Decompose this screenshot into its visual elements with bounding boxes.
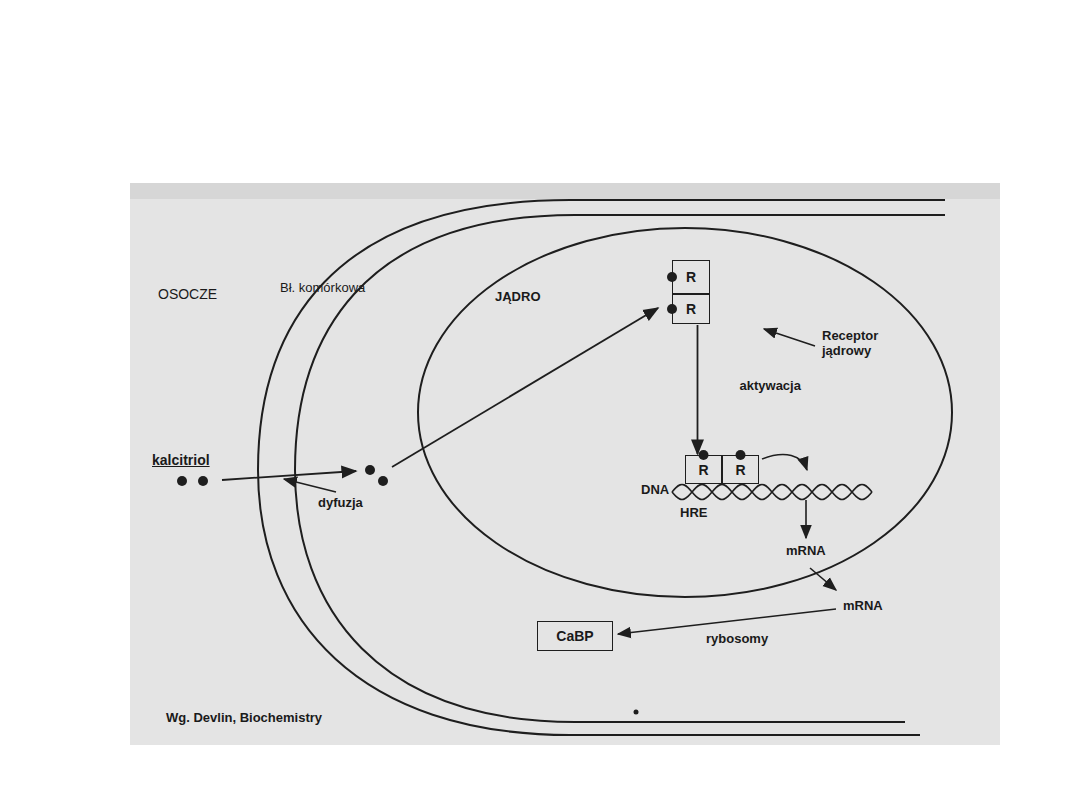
figure-label: Receptor jądrowy: [822, 328, 912, 358]
receptor-box: R: [722, 455, 759, 484]
dna-helix: [672, 485, 872, 500]
calcitriol-dot: [667, 304, 677, 314]
calcitriol-dot: [736, 450, 746, 460]
cell-membrane-inner: [295, 215, 945, 722]
translation-arrow: [618, 609, 836, 634]
figure-label: DNA: [641, 482, 669, 497]
receptor-box: R: [672, 294, 710, 324]
diffusion-arrow: [222, 471, 356, 480]
box-label: CaBP: [556, 628, 593, 644]
box-label: R: [698, 462, 708, 478]
mrna-arrow: [805, 500, 807, 538]
figure-label: Wg. Devlin, Biochemistry: [166, 710, 322, 725]
transcription-arrow: [762, 455, 807, 470]
scan-ground: [130, 183, 1000, 745]
box-label: R: [686, 269, 696, 285]
figure-label: OSOCZE: [158, 286, 217, 302]
figure-label: mRNA: [786, 543, 826, 558]
figure-label: dyfuzja: [318, 495, 363, 510]
figure-label: HRE: [680, 505, 707, 520]
calcitriol-dot: [198, 476, 208, 486]
box-label: R: [686, 301, 696, 317]
dna-strand: [672, 485, 872, 500]
figure-label: Bł. komórkowa: [280, 280, 365, 295]
calcitriol-dot: [177, 476, 187, 486]
leader-arrow: [764, 329, 815, 346]
edge-label: aktywacja: [740, 378, 801, 393]
calcitriol-dot: [378, 476, 388, 486]
speck: [634, 710, 639, 715]
calcitriol-dot: [365, 465, 375, 475]
calcitriol-dot: [667, 272, 677, 282]
receptor-box: R: [672, 260, 710, 294]
leader-arrow: [284, 479, 336, 492]
figure-label: mRNA: [843, 598, 883, 613]
region-label: JĄDRO: [495, 289, 541, 304]
figure-label: rybosomy: [706, 631, 768, 646]
figure-label: kalcitriol: [152, 452, 210, 468]
cell-membrane-outer: [258, 200, 945, 735]
scan-band: [130, 183, 1000, 199]
receptor-box: R: [685, 455, 722, 484]
binding-arrow: [392, 308, 658, 467]
nucleus-ellipse: JĄDRORRRR: [415, 225, 955, 600]
dna-strand: [672, 485, 872, 500]
activation-arrow: [697, 325, 699, 454]
receptor-box: CaBP: [537, 621, 613, 651]
calcitriol-dot: [699, 450, 709, 460]
box-label: R: [735, 462, 745, 478]
